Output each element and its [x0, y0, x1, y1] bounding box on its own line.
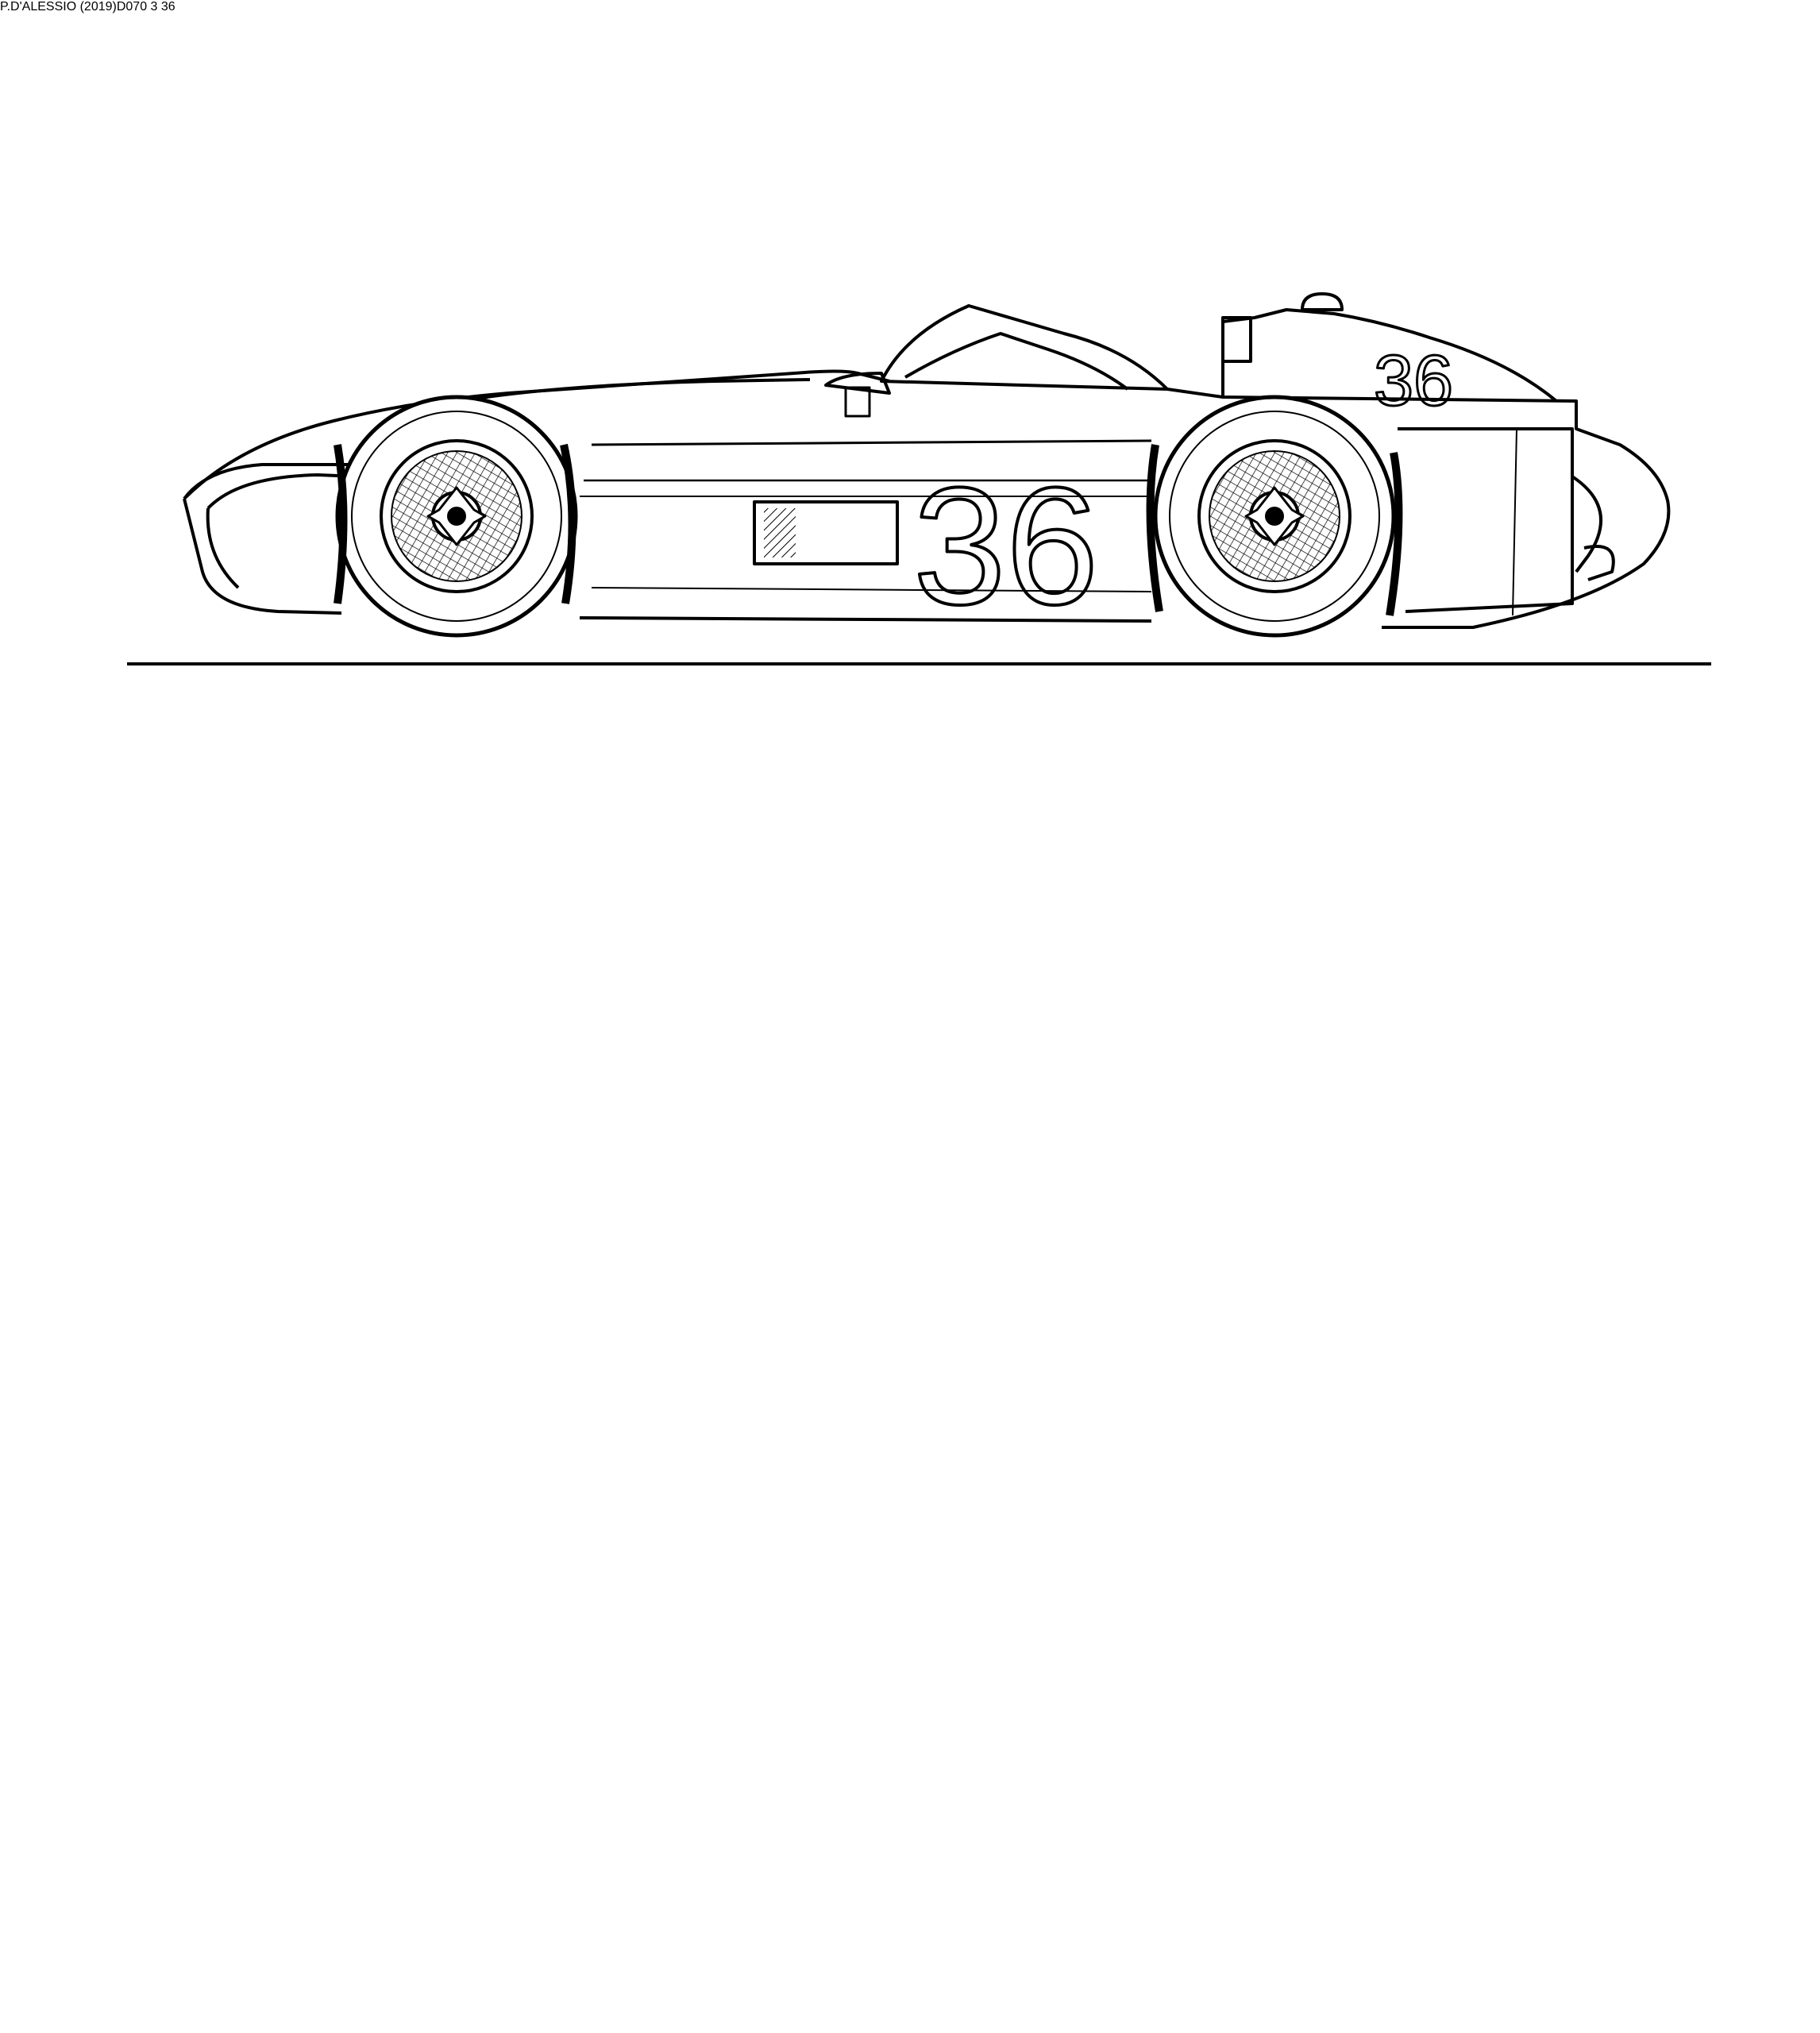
- roundel-number-left: 3: [150, 0, 158, 14]
- front-wheel-side-a: [337, 397, 576, 635]
- trident-badge: [844, 386, 871, 418]
- rear-wheel-side-a: [1155, 397, 1394, 635]
- seat-top: 3 36: [151, 0, 175, 14]
- side-view-right: 36 36: [127, 292, 1711, 665]
- fuel-tank: [1221, 308, 1558, 403]
- car-number-tail: 36: [1374, 341, 1453, 421]
- center-fairing-top: 3 36: [151, 0, 175, 14]
- body-plan-outline: 3 36: [151, 0, 175, 14]
- artist-signature: P.D'ALESSIO (2019)D070: [0, 0, 148, 14]
- steering-wheel-top: 3 36: [151, 0, 175, 14]
- fuel-cap: [1301, 292, 1344, 311]
- rear-fairing-top: 3 36: [151, 0, 175, 14]
- fuel-filler-top: 3 36: [151, 0, 175, 14]
- hood-panel: 3 36: [151, 0, 175, 14]
- engine-block: 3 36: [151, 0, 175, 14]
- roundel-number-right: 36: [160, 0, 175, 14]
- front-fairing-top: 3 36: [151, 0, 175, 14]
- side-vent: [753, 500, 899, 565]
- body-outline: [183, 369, 1671, 629]
- nacaduct: 3 36: [151, 0, 175, 14]
- windscreen: [880, 304, 1169, 391]
- cockpit-opening: 3 36: [151, 0, 175, 14]
- top-view: 3 36: [151, 0, 175, 14]
- car-number-side: 36: [913, 453, 1099, 639]
